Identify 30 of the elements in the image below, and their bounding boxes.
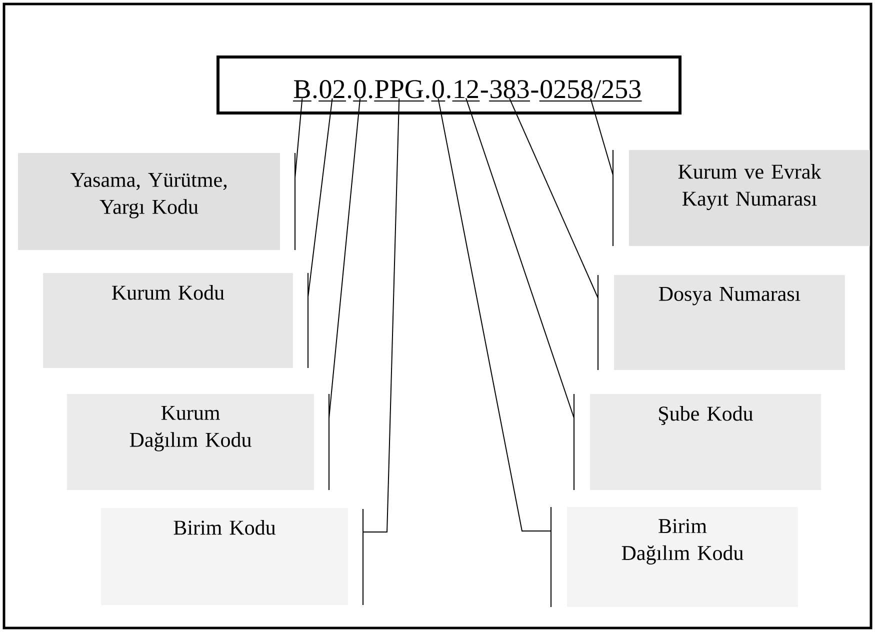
leader-line (294, 98, 303, 178)
code-segment: PPG (374, 80, 425, 102)
code-segment: 12 (452, 80, 480, 102)
label-box: Dosya Numarası (614, 275, 845, 370)
label-box: Birim Kodu (101, 508, 348, 605)
label-box: Yasama, Yürütme, Yargı Kodu (18, 153, 280, 250)
leader-line (308, 98, 333, 298)
separator: . (313, 95, 317, 98)
separator: - (531, 90, 538, 93)
code-segment: B (292, 80, 312, 102)
label-box: Kurum Kodu (43, 273, 293, 368)
separator: - (480, 90, 488, 93)
leader-line (466, 98, 574, 418)
separator: . (426, 95, 430, 98)
label-box: Kurum Dağılım Kodu (67, 394, 314, 490)
separator: . (447, 95, 450, 98)
leader-line (362, 98, 400, 532)
label-box: Birim Dağılım Kodu (567, 507, 798, 607)
label-box: Kurum ve Evrak Kayıt Numarası (629, 150, 870, 246)
separator: . (369, 95, 372, 98)
leader-line (590, 98, 614, 176)
code-segment: 0 (430, 80, 446, 102)
code-segment: 383 (488, 80, 530, 102)
code-segment: 0258/253 (538, 80, 642, 102)
code-segment: 0 (352, 80, 368, 102)
separator: . (348, 95, 352, 98)
code-box (216, 56, 682, 114)
label-box: Şube Kodu (590, 394, 821, 490)
code-segment: 02 (318, 80, 346, 102)
leader-line (509, 98, 598, 298)
